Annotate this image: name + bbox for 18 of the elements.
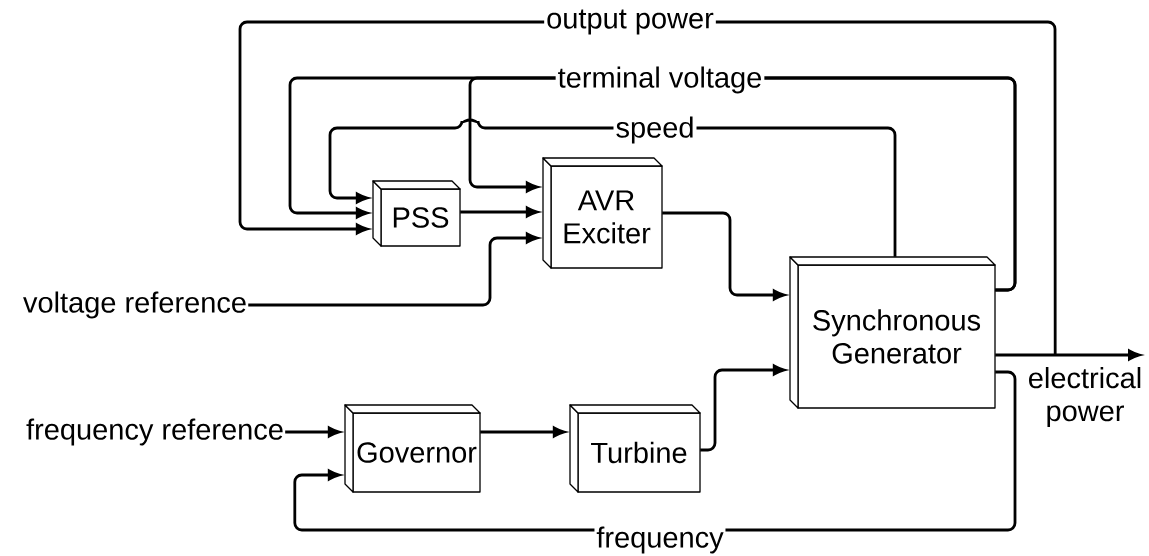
arrow xyxy=(238,20,1057,355)
edge-label: speed xyxy=(613,114,697,146)
edge-label: terminal voltage xyxy=(555,64,765,96)
input-label: frequency reference xyxy=(26,418,283,446)
edge-label: frequency xyxy=(594,524,726,556)
edge-label: electrical power xyxy=(1029,367,1141,427)
input-label: voltage reference xyxy=(23,291,246,319)
block-box: Turbine xyxy=(569,404,701,493)
edge-label: output power xyxy=(544,7,716,37)
arrow xyxy=(480,426,566,438)
block-box: PSS xyxy=(372,180,461,247)
arrow xyxy=(700,364,786,452)
block-box: AVR Exciter xyxy=(542,157,663,269)
arrow xyxy=(248,232,539,307)
block-box: Governor xyxy=(344,404,481,493)
arrow xyxy=(328,118,897,257)
arrow xyxy=(285,426,341,438)
block-box: Synchronous Generator xyxy=(789,256,996,409)
